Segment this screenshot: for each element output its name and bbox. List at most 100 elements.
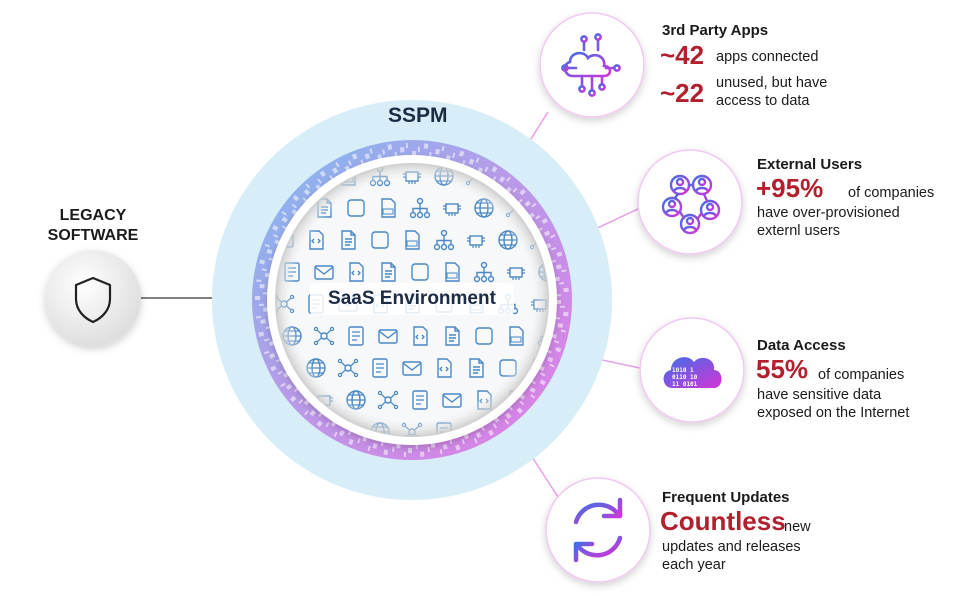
binary-mark [259,284,265,289]
apps-title: 3rd Party Apps [662,22,769,39]
binary-mark [487,429,494,436]
users-text-b: have over-provisioned [757,205,900,221]
binary-mark [303,188,311,196]
legacy-label: LEGACY SOFTWARE [38,206,148,246]
binary-mark [292,194,299,202]
binary-mark [461,438,466,445]
binary-mark [332,167,339,174]
binary-mark [505,412,512,419]
sspm-title: SSPM [388,104,448,127]
refresh-icon [573,497,623,563]
binary-mark [531,202,537,208]
users-text-c: externl users [757,223,841,239]
binary-mark [475,431,482,439]
binary-mark [498,176,506,183]
binary-mark [281,216,288,223]
binary-mark [305,183,311,189]
data-text-c: exposed on the Internet [757,405,910,421]
binary-mark [256,279,262,283]
apps-text-2b: access to data [716,93,810,109]
binary-mark [348,438,354,445]
binary-mark [555,264,562,270]
binary-mark [555,346,562,353]
binary-mark [399,147,405,153]
binary-mark [550,234,556,239]
binary-mark [281,211,287,216]
binary-mark [351,153,358,160]
binary-mark [263,292,269,295]
binary-mark [439,449,443,455]
updates-title: Frequent Updates [662,489,790,506]
legacy-line2: SOFTWARE [47,227,139,244]
svg-text:1010 1: 1010 1 [672,367,694,374]
binary-mark [540,372,546,377]
binary-mark [504,419,510,425]
binary-mark [255,296,260,300]
cloud-data-icon: 1010 1 0110 10 11 0101 [663,357,722,388]
binary-mark [372,443,378,449]
binary-mark [563,287,569,293]
updates-icon-circle [545,477,651,583]
binary-mark [259,259,266,265]
data-title: Data Access [757,337,846,354]
binary-mark [452,152,456,159]
binary-mark [417,147,420,153]
binary-mark [516,407,523,414]
binary-mark [264,243,271,248]
binary-mark [455,444,461,451]
apps-text-2a: unused, but have [716,75,828,91]
binary-mark [553,340,560,344]
binary-mark [435,148,440,155]
binary-mark [556,300,561,304]
saas-title: SaaS Environment [328,288,496,309]
binary-mark [408,448,412,453]
binary-mark [291,203,297,209]
binary-mark [427,446,430,453]
binary-mark [277,370,283,375]
binary-mark [555,294,561,297]
binary-mark [543,230,551,237]
binary-mark [561,269,567,273]
binary-mark [280,382,286,388]
binary-mark [380,440,384,447]
users-stat: +95% [756,173,824,203]
users-text-a: of companies [848,185,935,201]
binary-mark [272,225,279,231]
binary-mark [392,446,395,452]
svg-text:11 0101: 11 0101 [672,381,698,388]
data-text-b: have sensitive data [757,387,882,403]
binary-mark [524,200,531,207]
binary-mark [367,445,371,452]
updates-text-c: each year [662,557,726,573]
apps-stat-1: ~42 [660,40,705,70]
binary-mark [550,247,557,251]
binary-mark [264,350,270,355]
user-network-icon [661,174,721,235]
binary-mark [319,170,326,178]
binary-mark [259,303,265,306]
binary-mark [255,315,262,319]
binary-mark [338,430,345,437]
binary-mark [303,410,309,416]
binary-mark [333,431,338,437]
binary-mark [554,276,560,282]
updates-stat: Countless [660,506,786,536]
binary-mark [491,166,498,173]
binary-mark [364,153,371,160]
binary-mark [383,449,389,456]
binary-mark [263,307,269,312]
binary-mark [530,394,536,399]
binary-mark [316,420,323,427]
binary-mark [428,152,432,158]
binary-mark [260,319,266,324]
binary-mark [394,151,398,157]
binary-mark [261,268,268,272]
legacy-circle [45,250,141,346]
binary-mark [549,363,555,368]
binary-mark [506,176,511,182]
binary-mark [285,383,293,390]
binary-mark [556,251,563,257]
binary-mark [558,282,565,285]
svg-text:0110 10: 0110 10 [672,374,698,381]
